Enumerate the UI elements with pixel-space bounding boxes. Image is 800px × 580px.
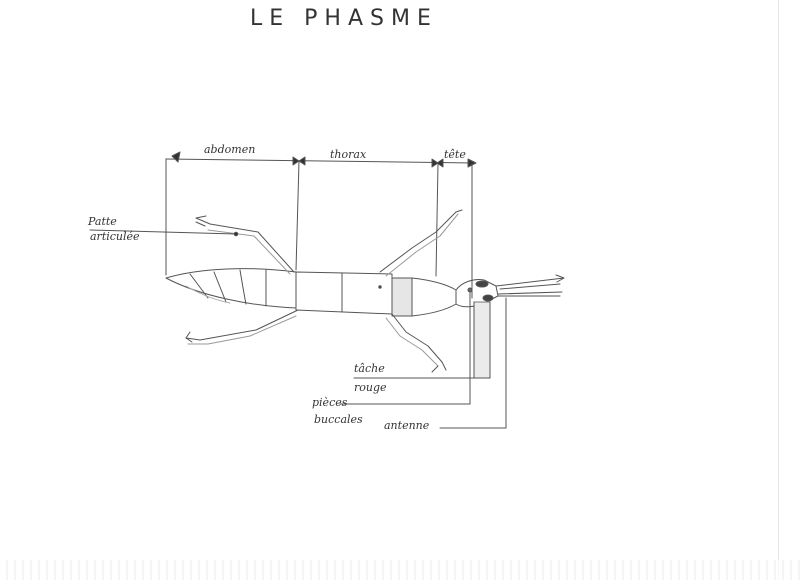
page-title: LE PHASME bbox=[250, 6, 438, 31]
label-patte-line1: Patte bbox=[88, 215, 117, 228]
label-abdomen: abdomen bbox=[204, 143, 256, 156]
dimension-line bbox=[165, 151, 477, 277]
head-shape bbox=[455, 279, 499, 308]
label-pieces-line1: pièces bbox=[312, 396, 348, 409]
label-tache-line2: rouge bbox=[354, 381, 387, 394]
label-antenne: antenne bbox=[384, 419, 430, 432]
label-pieces-line2: buccales bbox=[314, 413, 363, 426]
label-tete: tête bbox=[444, 148, 466, 161]
paper-edge-bottom bbox=[0, 560, 800, 580]
antennae bbox=[495, 274, 565, 297]
paper-edge-right bbox=[778, 0, 779, 580]
legs bbox=[185, 209, 463, 373]
shaded-column bbox=[473, 301, 491, 379]
label-thorax: thorax bbox=[330, 148, 367, 161]
abdomen-shape bbox=[165, 268, 297, 309]
leader-lines bbox=[89, 163, 507, 429]
thorax-shape bbox=[295, 271, 457, 317]
label-patte-line2: articulée bbox=[90, 230, 140, 243]
label-tache-line1: tâche bbox=[354, 362, 385, 375]
